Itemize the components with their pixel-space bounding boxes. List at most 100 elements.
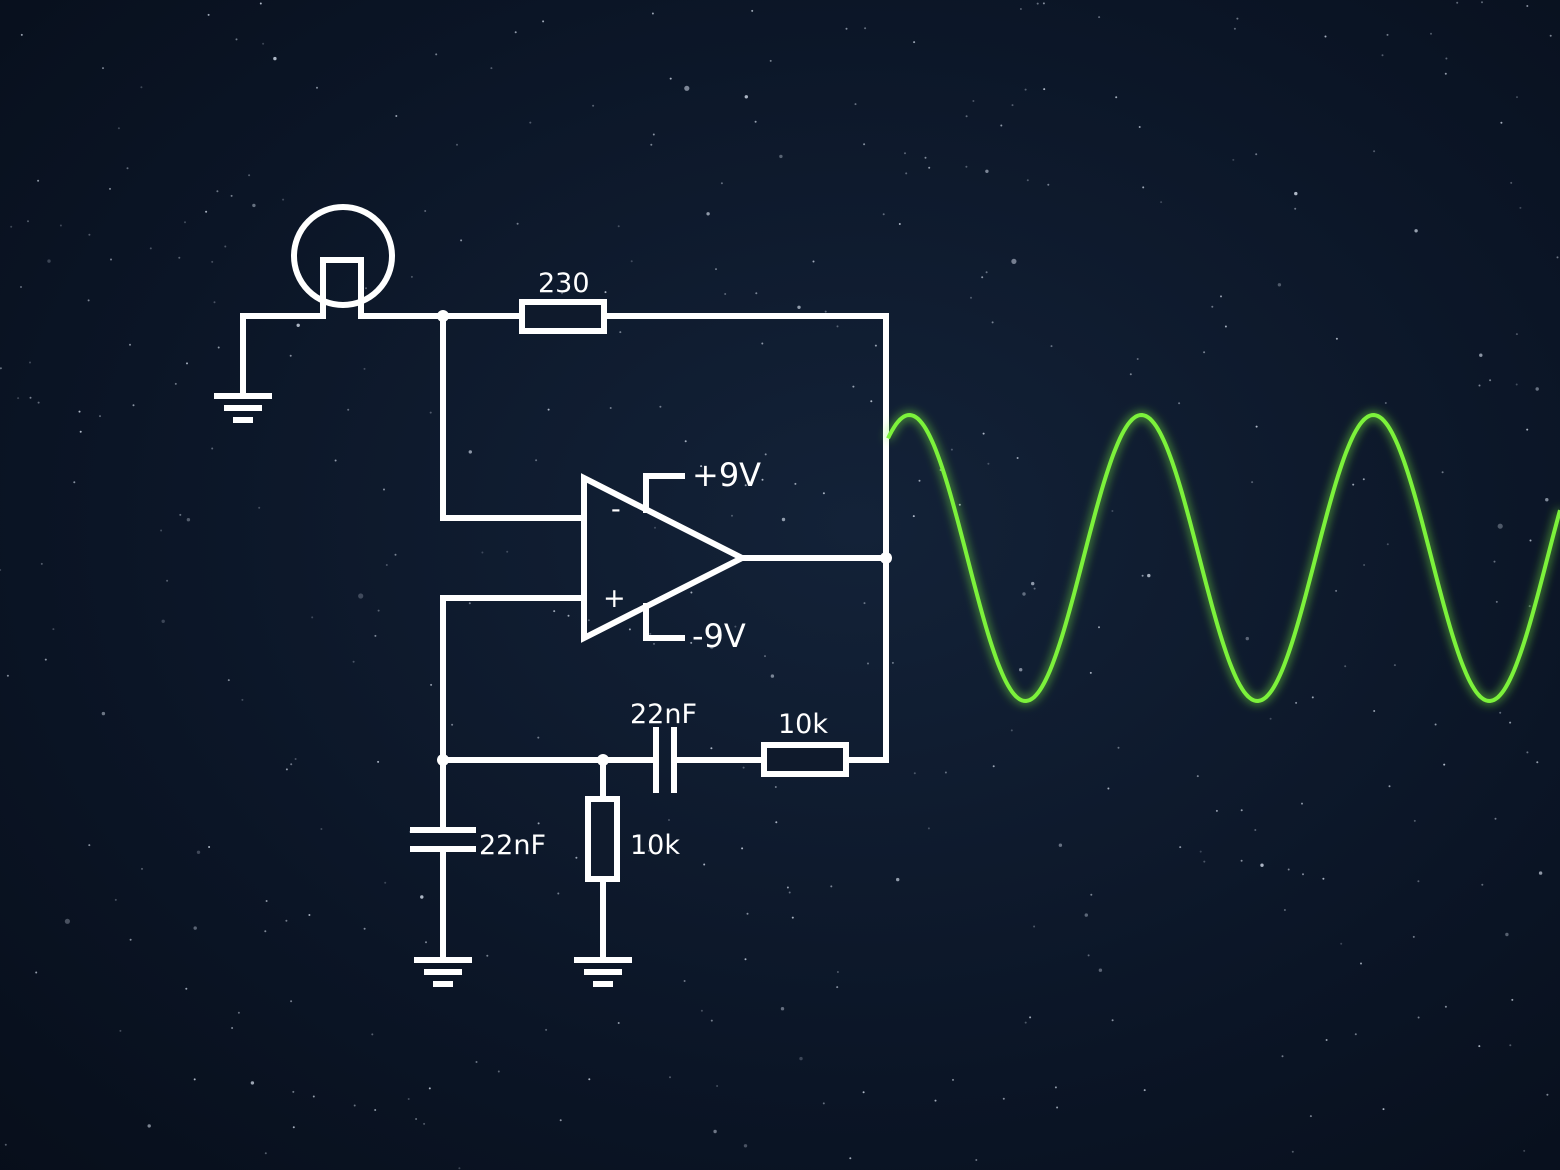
star — [746, 912, 749, 915]
star — [561, 292, 563, 295]
star — [1538, 871, 1543, 875]
star — [567, 614, 570, 617]
star — [1417, 1016, 1420, 1019]
star — [264, 930, 267, 933]
star — [320, 828, 323, 830]
star — [1031, 581, 1035, 586]
star — [781, 517, 786, 522]
star — [659, 405, 662, 408]
star — [812, 260, 815, 263]
star — [88, 844, 91, 847]
star — [1196, 775, 1199, 778]
star — [1000, 124, 1003, 127]
star — [794, 482, 797, 485]
star — [237, 1011, 240, 1014]
star — [186, 518, 191, 522]
star — [20, 33, 23, 36]
star — [1143, 1089, 1146, 1092]
star — [1545, 498, 1549, 502]
star — [184, 221, 186, 224]
star — [117, 127, 120, 130]
star — [429, 411, 432, 414]
star — [852, 385, 855, 388]
star — [982, 432, 985, 435]
star — [1010, 729, 1013, 732]
star — [1393, 664, 1396, 667]
star — [742, 766, 745, 769]
star — [744, 95, 748, 99]
junction-dot-bottom-left — [437, 754, 449, 766]
label-resistor-230: 230 — [538, 268, 590, 299]
star — [991, 321, 994, 324]
star — [788, 891, 791, 894]
star — [761, 342, 764, 345]
star — [460, 239, 463, 242]
star — [1033, 925, 1036, 928]
star — [374, 1109, 377, 1111]
star — [217, 346, 220, 349]
star — [913, 41, 916, 44]
top-wire-right — [601, 313, 889, 763]
star — [1220, 295, 1222, 298]
star — [1500, 121, 1503, 124]
star — [1050, 345, 1053, 348]
star — [731, 514, 733, 517]
star — [516, 222, 519, 225]
star — [724, 293, 727, 295]
label-supply-negative: -9V — [692, 617, 746, 655]
star — [458, 1167, 461, 1170]
star — [1224, 325, 1227, 328]
star — [208, 846, 211, 848]
star — [1489, 379, 1492, 382]
star — [205, 210, 208, 213]
star — [10, 225, 13, 228]
star — [1233, 27, 1236, 30]
star — [132, 404, 135, 407]
star — [743, 1144, 748, 1148]
star — [770, 674, 775, 678]
star — [1232, 158, 1235, 161]
star — [1142, 186, 1145, 189]
star — [1505, 932, 1509, 937]
star — [1024, 88, 1027, 91]
star — [791, 916, 794, 919]
star — [1412, 935, 1415, 938]
star — [196, 850, 201, 854]
star — [1352, 483, 1355, 486]
star — [1260, 863, 1264, 867]
star — [588, 1078, 591, 1081]
ground-icon — [574, 957, 632, 987]
star — [1556, 256, 1559, 259]
star — [29, 361, 31, 364]
star — [88, 233, 91, 236]
star — [950, 448, 953, 451]
star — [0, 569, 2, 571]
star — [353, 1104, 356, 1107]
star — [20, 286, 22, 288]
star — [1362, 478, 1365, 481]
star — [40, 562, 43, 565]
star — [891, 661, 894, 664]
star — [896, 877, 900, 882]
star — [559, 1119, 562, 1122]
star — [1215, 809, 1218, 812]
star — [1011, 104, 1014, 107]
star — [952, 1078, 954, 1081]
star — [1536, 761, 1539, 764]
star — [425, 941, 427, 944]
star — [1294, 207, 1297, 210]
star — [1335, 337, 1338, 340]
star — [734, 625, 737, 628]
star — [347, 408, 350, 411]
star — [874, 344, 877, 347]
star — [1386, 33, 1389, 36]
star — [1147, 573, 1151, 578]
star — [161, 619, 165, 623]
star — [186, 362, 188, 365]
label-ground-resistor: 10k — [630, 830, 680, 861]
star — [720, 182, 723, 185]
star — [1384, 402, 1387, 404]
star — [882, 213, 885, 216]
star — [703, 863, 706, 866]
